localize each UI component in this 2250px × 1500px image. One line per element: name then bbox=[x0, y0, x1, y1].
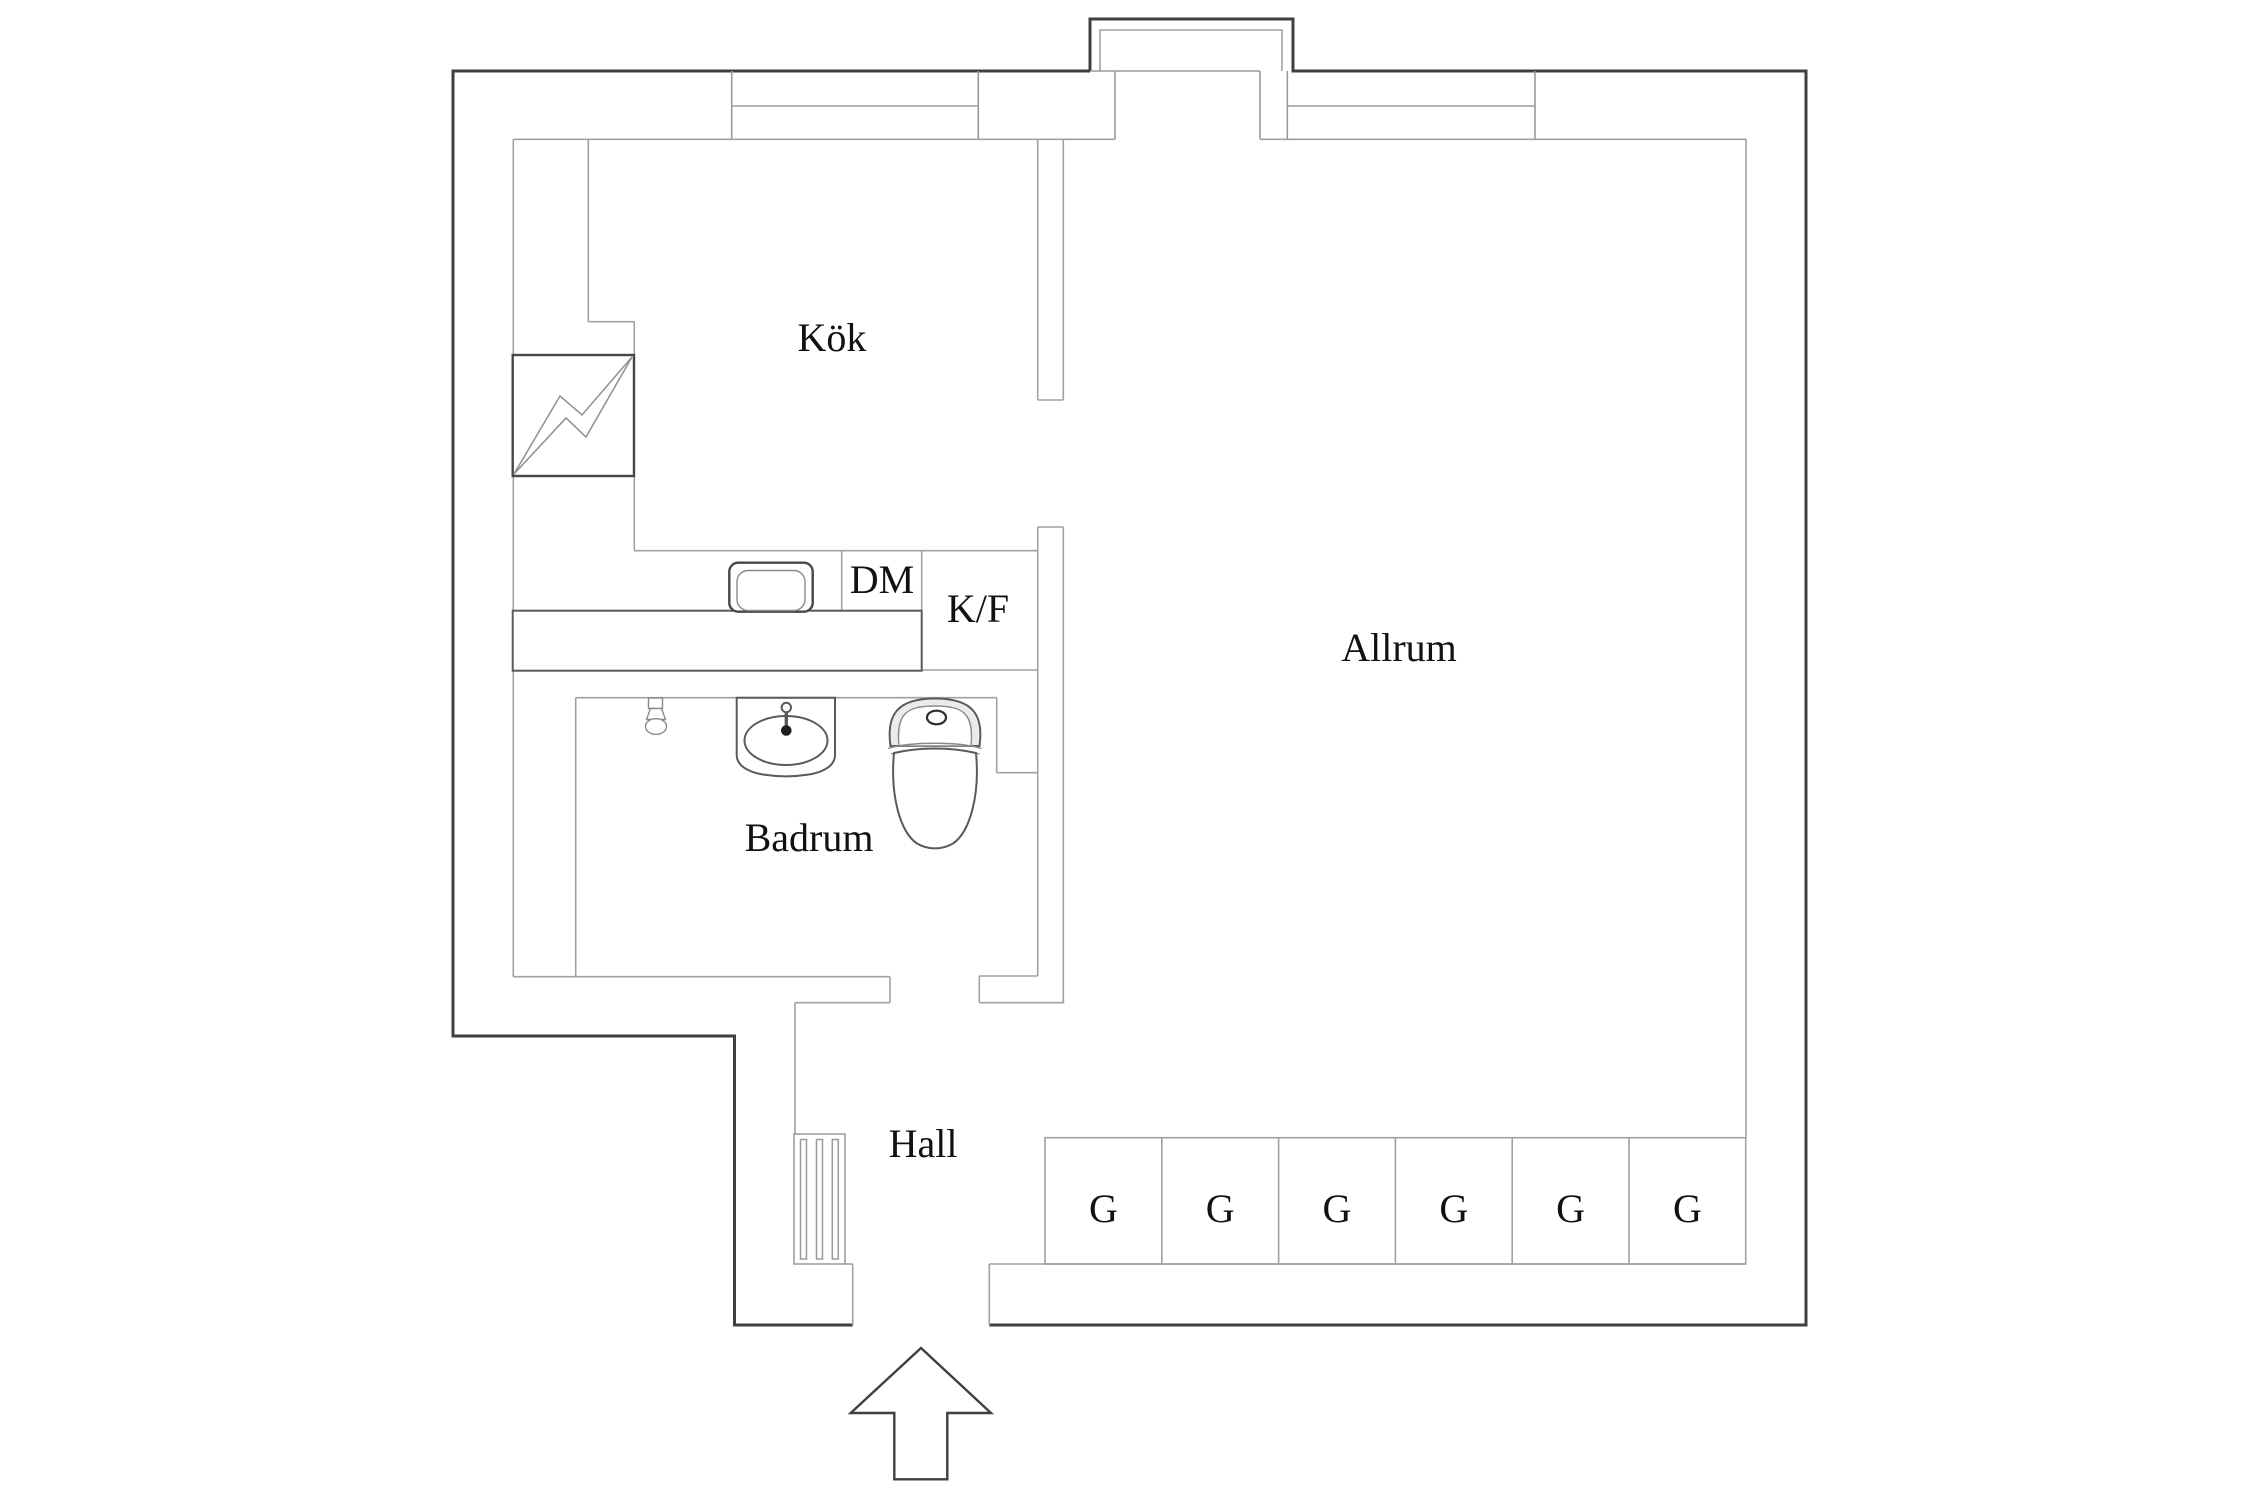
wardrobe-label-5: G bbox=[1556, 1186, 1585, 1231]
toilet-symbol bbox=[887, 697, 982, 850]
room-label-badrum: Badrum bbox=[745, 815, 874, 860]
radiator-slat-3 bbox=[831, 1138, 840, 1260]
toilet-button bbox=[925, 709, 948, 726]
radiator-symbol bbox=[793, 1133, 846, 1265]
radiator-slat-1 bbox=[799, 1138, 808, 1260]
appliance-label-kf: K/F bbox=[947, 586, 1009, 631]
wardrobe-label-6: G bbox=[1673, 1186, 1702, 1231]
washbasin-faucet-knob bbox=[780, 701, 792, 714]
balcony-recess bbox=[1090, 29, 1283, 140]
tap-base bbox=[647, 697, 664, 710]
sink-rim bbox=[728, 561, 814, 613]
wardrobe-label-2: G bbox=[1206, 1186, 1235, 1231]
toilet-seat-line-1 bbox=[887, 742, 982, 750]
window-symbol-2 bbox=[1286, 71, 1536, 140]
sink-basin bbox=[736, 569, 806, 612]
toilet-bowl bbox=[892, 747, 978, 850]
tap-neck bbox=[645, 707, 667, 721]
room-label-allrum: Allrum bbox=[1341, 625, 1457, 670]
wardrobe-row bbox=[1044, 1136, 1747, 1265]
outer-walls bbox=[451, 17, 1808, 1327]
outer-wall-right-bottom bbox=[989, 17, 1808, 1327]
balcony-inner-line bbox=[1099, 29, 1283, 71]
wardrobe-label-3: G bbox=[1323, 1186, 1352, 1231]
wardrobe-label-4: G bbox=[1439, 1186, 1468, 1231]
stove-zigzag-1 bbox=[513, 356, 633, 475]
outer-wall-left-top bbox=[451, 69, 1090, 1327]
entry-arrow bbox=[847, 1346, 995, 1481]
stove-box bbox=[511, 353, 636, 478]
room-labels: Kök Allrum Badrum Hall DM K/F G G G G G … bbox=[745, 315, 1702, 1231]
interior-walls bbox=[512, 138, 1747, 1325]
tap-knob bbox=[644, 718, 668, 736]
radiator-slat-2 bbox=[815, 1138, 824, 1260]
washbasin-drain bbox=[781, 725, 792, 736]
kitchen-counter bbox=[511, 609, 923, 672]
toilet-tank-inner bbox=[897, 705, 973, 747]
wardrobe-label-1: G bbox=[1089, 1186, 1118, 1231]
appliance-label-dm: DM bbox=[850, 557, 914, 602]
tap-symbol bbox=[644, 697, 668, 736]
room-label-hall: Hall bbox=[889, 1121, 958, 1166]
window-symbol-1 bbox=[730, 71, 980, 140]
kitchen-sink-symbol bbox=[728, 561, 814, 613]
electric-stove-symbol bbox=[511, 353, 636, 478]
washbasin-symbol bbox=[735, 696, 836, 778]
room-label-kok: Kök bbox=[798, 315, 867, 360]
stove-zigzag-2 bbox=[513, 356, 633, 475]
